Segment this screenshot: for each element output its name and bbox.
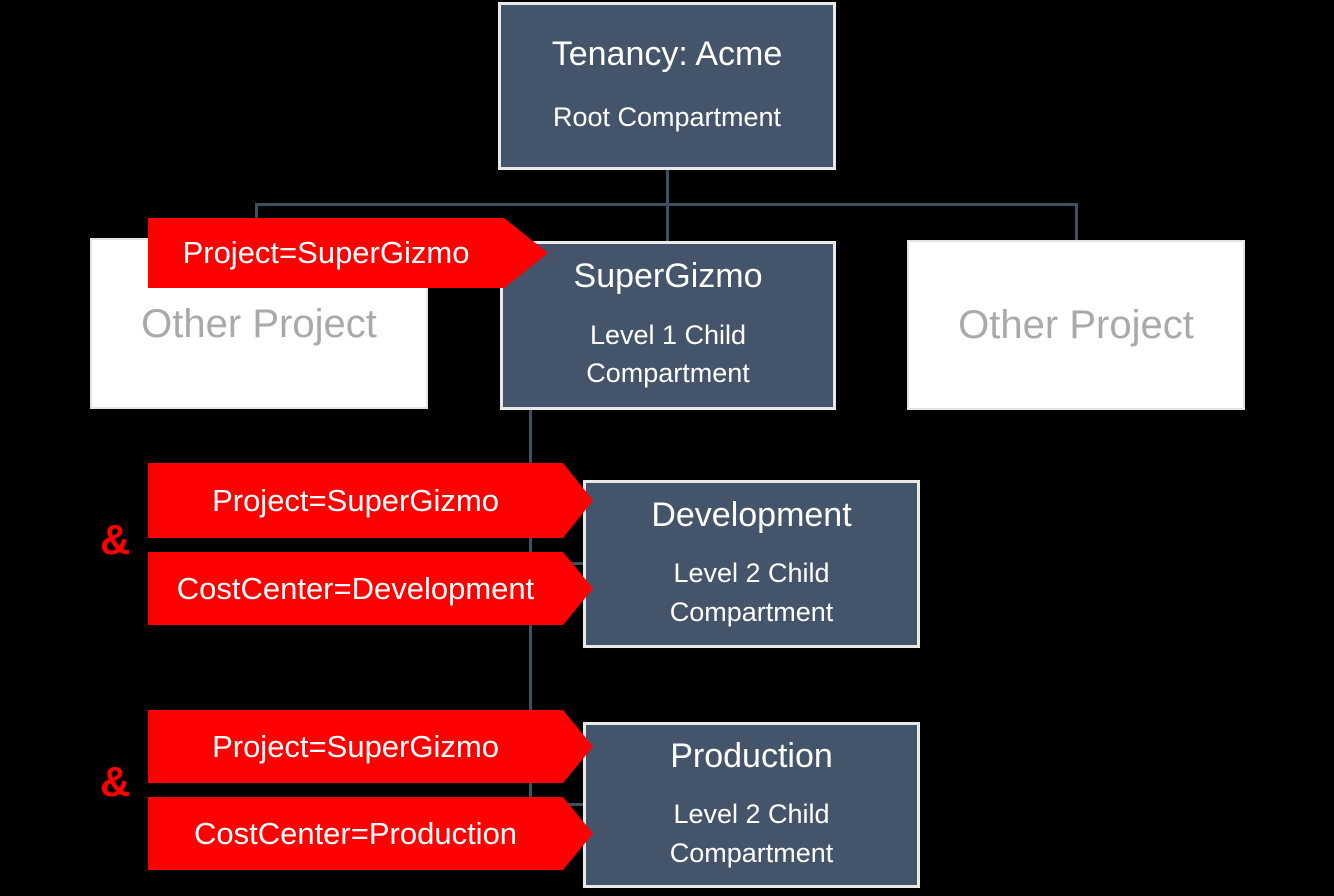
node-subtitle: Level 2 Child Compartment [669,799,834,868]
connector-drop-center [666,203,669,244]
production-project-tag-arrow: Project=SuperGizmo [148,710,593,783]
and-operator-development: & [100,516,131,563]
node-subtitle: Root Compartment [552,101,782,132]
supergizmo-tag-arrow: Project=SuperGizmo [148,218,548,288]
tag-label: Project=SuperGizmo [212,482,499,518]
production-node: Production Level 2 Child Compartment [583,722,920,888]
development-costcenter-tag-arrow: CostCenter=Development [148,552,593,625]
development-node: Development Level 2 Child Compartment [583,480,920,648]
node-title: Production [670,736,833,775]
node-title: Tenancy: Acme [551,35,783,74]
production-costcenter-tag-arrow: CostCenter=Production [148,797,593,870]
connector-drop-right [1075,203,1078,243]
root-compartment-node: Tenancy: Acme Root Compartment [498,2,836,170]
tag-label: CostCenter=Development [176,570,535,606]
and-operator-production: & [100,758,131,805]
tag-label: Project=SuperGizmo [212,728,499,764]
node-title: Other Project [141,301,377,346]
node-subtitle: Level 1 Child Compartment [586,319,750,389]
node-title: SuperGizmo [573,257,763,296]
supergizmo-node: SuperGizmo Level 1 Child Compartment [500,241,836,410]
tag-label: Project=SuperGizmo [182,235,470,270]
node-title: Development [651,495,852,534]
node-title: Other Project [958,303,1194,347]
other-project-right-node: Other Project [907,240,1245,410]
connector-root-stem [666,169,669,206]
tag-label: CostCenter=Production [193,815,518,851]
node-subtitle: Level 2 Child Compartment [669,558,834,627]
development-project-tag-arrow: Project=SuperGizmo [148,463,593,538]
